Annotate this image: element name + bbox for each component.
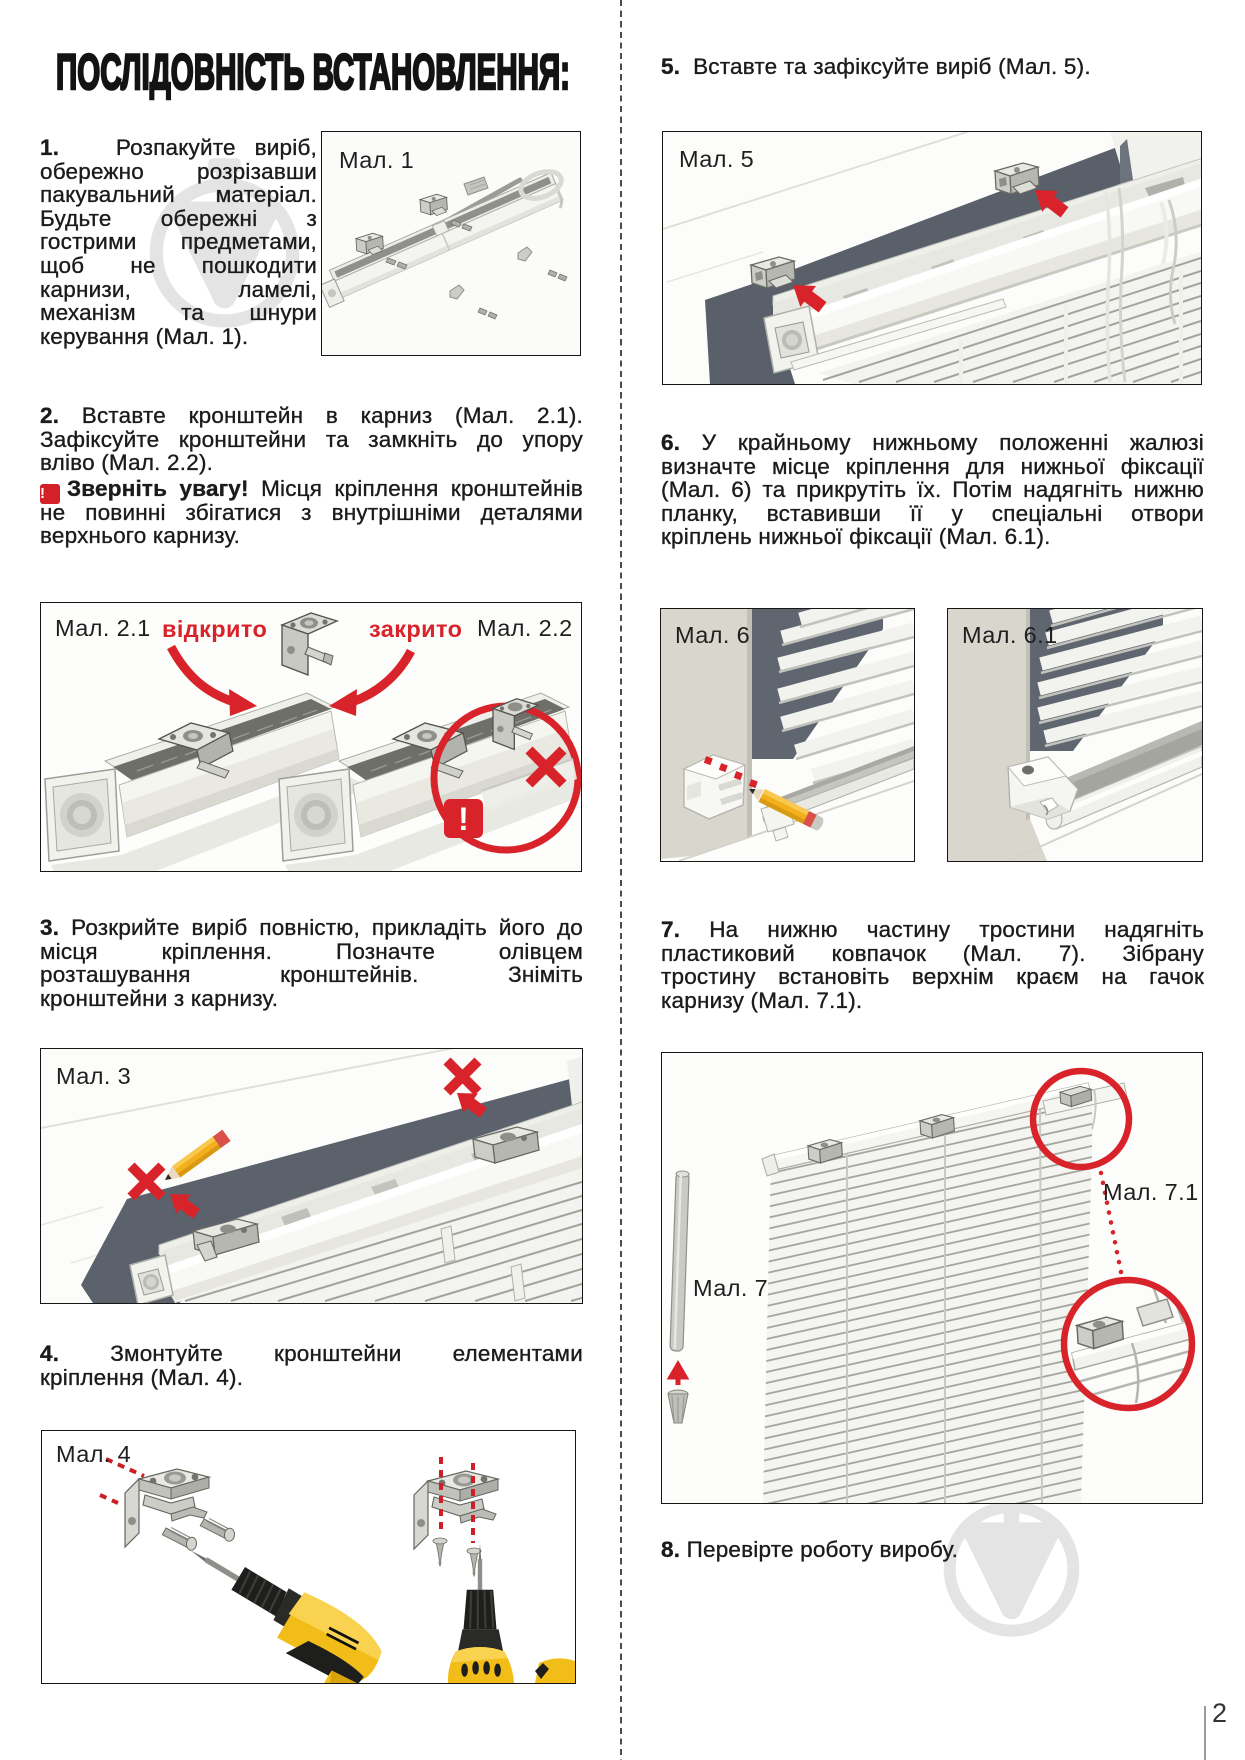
svg-text:!: !	[458, 801, 469, 837]
